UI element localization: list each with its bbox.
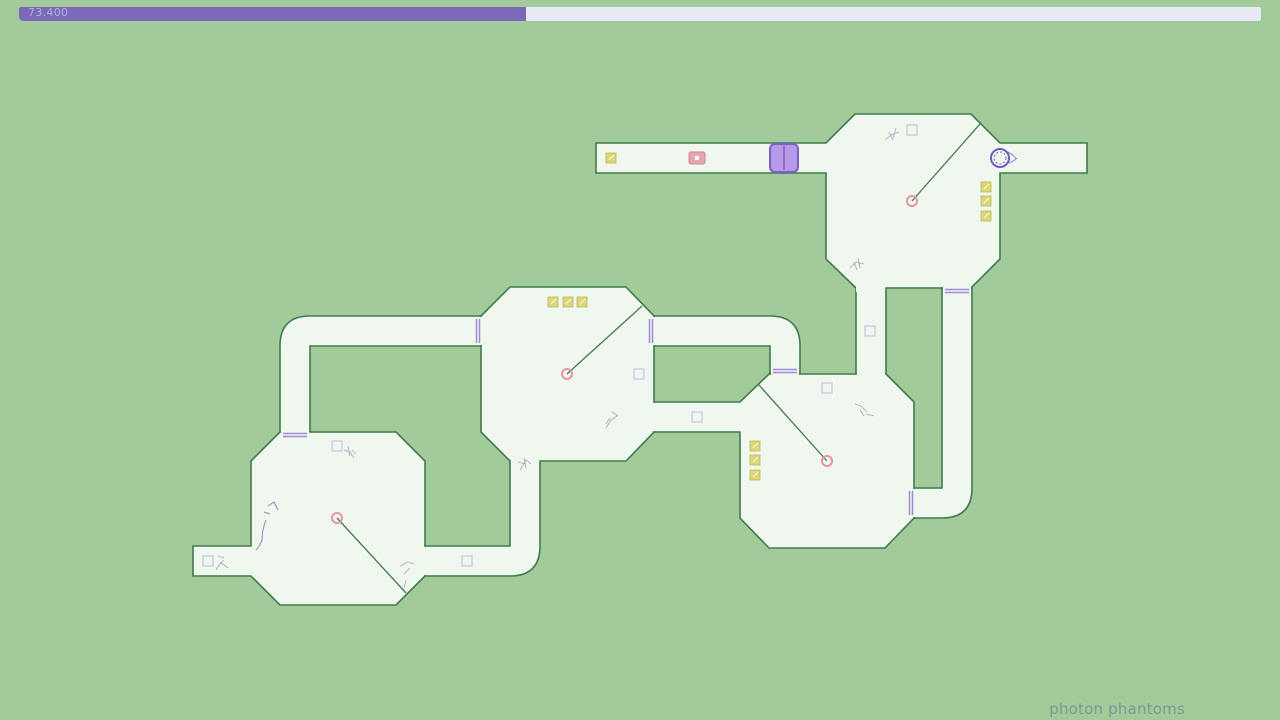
gold-icon [562,296,574,308]
middle-upper-corridor [653,315,801,375]
mine-icon [906,124,918,136]
gold-pieces [547,152,992,481]
left-corridor [279,315,482,433]
one-way-platforms [283,288,969,515]
turret-icon [821,455,833,467]
ghost-replay-purple [255,501,279,551]
mine-icon [691,411,703,423]
timer-bar: 73.400 [19,7,1261,21]
level-floor [192,113,1088,606]
ghost-replays [215,127,900,589]
middle-room [424,286,655,577]
one-way-platform [475,319,481,343]
exit-door [769,143,799,173]
ninja-icon [990,148,1018,168]
turret-icon [561,368,573,380]
mine-icon [202,555,214,567]
turret-icon [906,195,918,207]
mine-icon [331,440,343,452]
mine-icon [821,382,833,394]
mine-icon [864,325,876,337]
turret [331,512,407,594]
one-way-platform [945,288,969,294]
one-way-platform [648,319,654,343]
gold-icon [749,469,761,481]
one-way-platform [773,368,797,374]
one-way-platform [908,491,914,515]
switch-center-icon [695,156,699,160]
right-loop-corridor [911,287,973,519]
gold-icon [749,454,761,466]
turrets [331,123,981,594]
gold-icon [980,195,992,207]
turret-icon [331,512,343,524]
top-corridor-and-room [595,113,1088,375]
mine-icon [461,555,473,567]
gold-icon [547,296,559,308]
mines [202,124,918,567]
level-name: photon phantoms [1049,700,1185,718]
gold-icon [576,296,588,308]
timer-fill [19,7,526,21]
turret [561,305,643,380]
gold-icon [980,181,992,193]
right-bottom-room [653,373,915,549]
gold-icon [605,152,617,164]
turret [757,383,833,467]
left-room [192,431,426,606]
timer-value: 73.400 [28,7,69,19]
gold-icon [980,210,992,222]
exit-switch [688,151,706,165]
mine-icon [633,368,645,380]
one-way-platform [283,432,307,438]
turret [906,123,981,207]
gold-icon [749,440,761,452]
